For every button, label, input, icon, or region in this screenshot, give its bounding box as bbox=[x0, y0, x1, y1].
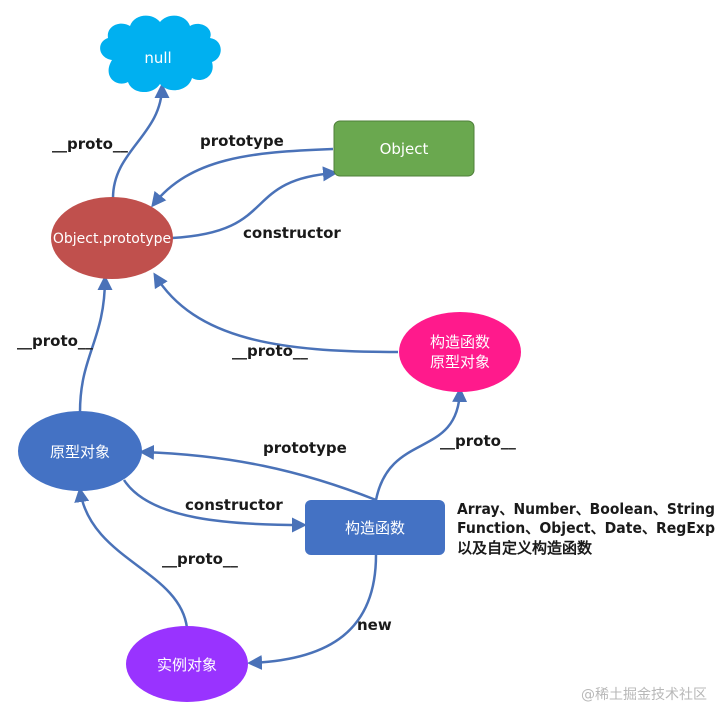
object-node: Object bbox=[333, 120, 475, 177]
constructor-prototype-ellipse bbox=[399, 312, 521, 392]
edge-protoobj-to-objproto bbox=[78, 275, 113, 413]
instance-label: 实例对象 bbox=[157, 656, 217, 674]
label-instance-to-protoobj: __proto__ bbox=[162, 550, 238, 568]
edge-instance-to-protoobj bbox=[74, 487, 189, 629]
edge-ctorproto-to-objproto bbox=[153, 272, 399, 354]
label-protoobj-to-ctor: constructor bbox=[185, 496, 283, 514]
label-ctorproto-to-objproto: __proto__ bbox=[232, 342, 308, 360]
note-line-1: Array、Number、Boolean、String bbox=[457, 500, 715, 518]
edge-objproto-to-object bbox=[171, 166, 338, 240]
cloud-shape bbox=[100, 15, 221, 93]
constructor-prototype-label-line1: 构造函数 bbox=[430, 333, 490, 351]
edge-objproto-to-null bbox=[111, 83, 170, 199]
edge-ctor-to-protoobj bbox=[139, 444, 377, 502]
prototype-object-label: 原型对象 bbox=[50, 443, 110, 461]
label-ctor-to-instance: new bbox=[357, 616, 392, 634]
constructor-function-box bbox=[305, 500, 445, 555]
label-protoobj-to-objproto: __proto__ bbox=[17, 332, 93, 350]
constructor-prototype-label-line2: 原型对象 bbox=[430, 353, 490, 371]
label-objproto-to-object: constructor bbox=[243, 224, 341, 242]
null-cloud-node: null bbox=[100, 15, 221, 93]
edge-protoobj-to-ctor bbox=[122, 479, 307, 533]
instance-ellipse bbox=[126, 626, 248, 702]
label-object-to-objproto: prototype bbox=[200, 132, 284, 150]
label-ctor-to-ctorproto: __proto__ bbox=[440, 432, 516, 450]
watermark-text: @稀土掘金技术社区 bbox=[581, 687, 707, 703]
prototype-object-ellipse bbox=[18, 411, 142, 491]
edge-ctor-to-ctorproto bbox=[374, 387, 468, 501]
constructor-prototype-node: 构造函数 原型对象 bbox=[399, 312, 521, 392]
prototype-object-node: 原型对象 bbox=[18, 411, 142, 491]
edge-object-to-objproto bbox=[151, 147, 334, 208]
object-prototype-ellipse bbox=[51, 197, 173, 279]
object-prototype-label: Object.prototype bbox=[53, 231, 171, 247]
label-objproto-to-null: __proto__ bbox=[52, 135, 128, 153]
note-line-2: Function、Object、Date、RegExp bbox=[457, 519, 715, 537]
constructor-function-label: 构造函数 bbox=[345, 519, 405, 537]
label-ctor-to-protoobj: prototype bbox=[263, 439, 347, 457]
object-prototype-node: Object.prototype bbox=[51, 197, 173, 279]
object-box bbox=[333, 120, 475, 177]
instance-node: 实例对象 bbox=[126, 626, 248, 702]
note-line-3: 以及自定义构造函数 bbox=[457, 539, 593, 557]
edge-ctor-to-instance bbox=[247, 554, 378, 671]
null-label: null bbox=[144, 49, 171, 67]
constructor-function-node: 构造函数 bbox=[305, 500, 445, 555]
object-label: Object bbox=[380, 140, 429, 158]
